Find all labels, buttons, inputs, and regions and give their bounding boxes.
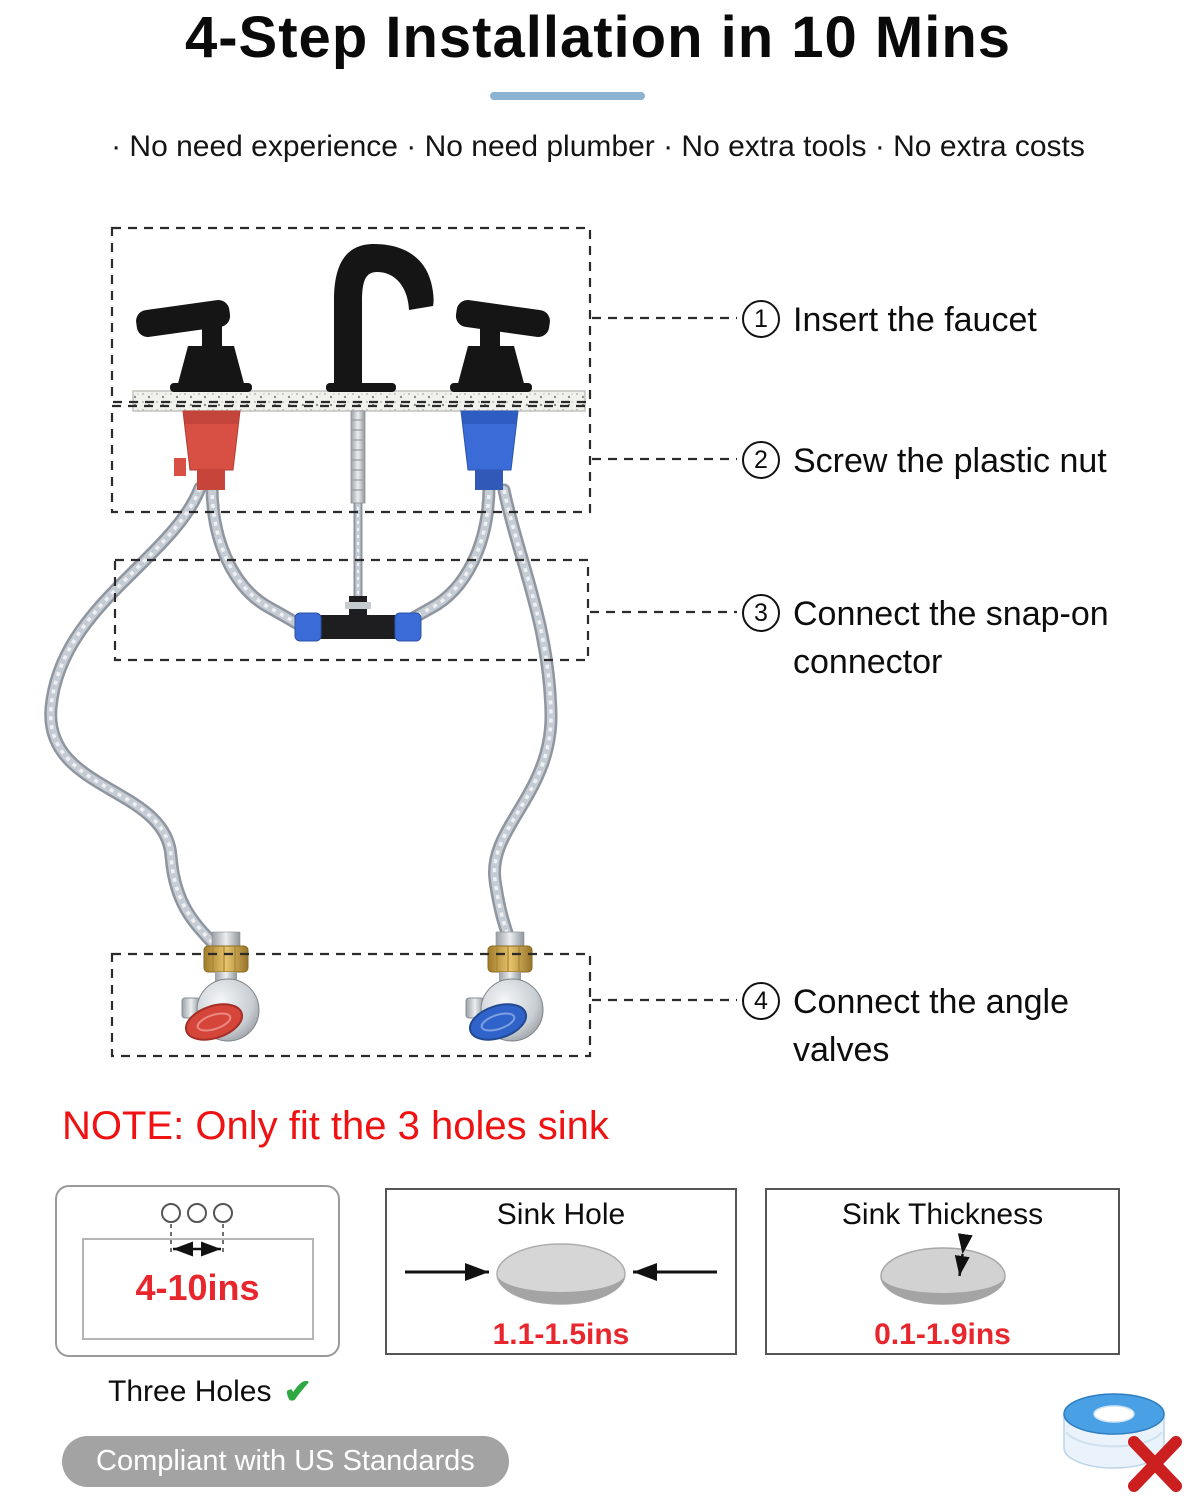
sink-thickness-drawing	[879, 1233, 1006, 1305]
callout-box-nuts	[110, 404, 592, 514]
three-hole-sink-drawing	[82, 1203, 314, 1340]
step-2-label: Screw the plastic nut	[793, 442, 1107, 480]
faucet-set	[136, 244, 550, 392]
right-handle	[450, 300, 550, 392]
callout-boxes	[110, 226, 737, 1058]
three-holes-label: Three Holes	[108, 1375, 272, 1408]
note-text: NOTE: Only fit the 3 holes sink	[62, 1104, 609, 1148]
supply-hoses	[51, 486, 551, 950]
step-4: 4 Connect the angle valves	[742, 979, 1093, 1074]
page-title: 4-Step Installation in 10 Mins	[184, 5, 1012, 70]
step-1-number: 1	[742, 300, 780, 338]
compliance-badge: Compliant with US Standards	[62, 1436, 509, 1487]
step-3-label: Connect the snap-on connector	[793, 595, 1109, 681]
title-underline	[490, 92, 645, 100]
step-1-label: Insert the faucet	[793, 301, 1037, 339]
installation-diagram	[0, 226, 737, 1058]
sink-width-dimension: 4-10ins	[135, 1267, 260, 1308]
sink-thickness-box: Sink Thickness 0.1-1.9ins	[765, 1188, 1120, 1355]
cold-angle-valve	[465, 931, 544, 1042]
no-teflon-tape-icon	[1063, 1393, 1182, 1492]
hot-plastic-nut	[174, 410, 241, 490]
three-holes-caption: Three Holes ✔	[80, 1372, 340, 1412]
sink-hole-dimension: 1.1-1.5ins	[492, 1318, 630, 1351]
step-2-number: 2	[742, 441, 780, 479]
left-handle	[136, 300, 252, 392]
callout-box-valves	[110, 952, 592, 1058]
callout-box-connector	[113, 558, 590, 662]
waterfall-spout	[334, 244, 434, 391]
sink-hole-drawing	[405, 1243, 717, 1305]
check-icon: ✔	[283, 1373, 312, 1411]
sink-thickness-dimension: 0.1-1.9ins	[874, 1318, 1011, 1351]
step-3-number: 3	[742, 594, 780, 632]
cross-icon	[1128, 1436, 1182, 1492]
step-4-number: 4	[742, 982, 780, 1020]
sink-hole-title: Sink Hole	[496, 1198, 626, 1231]
hot-angle-valve	[181, 931, 260, 1042]
compliance-badge-label: Compliant with US Standards	[96, 1445, 475, 1477]
threaded-rod	[350, 410, 366, 504]
sink-hole-box: Sink Hole 1.1-1.5ins	[385, 1188, 737, 1355]
step-2: 2 Screw the plastic nut	[742, 438, 1107, 486]
step-1: 1 Insert the faucet	[742, 297, 1037, 345]
step-3: 3 Connect the snap-on connector	[742, 591, 1123, 686]
page-subtitle: · No need experience · No need plumber ·…	[111, 130, 1085, 163]
step-4-label: Connect the angle valves	[793, 983, 1069, 1069]
sink-thickness-title: Sink Thickness	[841, 1198, 1044, 1231]
sink-spec-box: 4-10ins	[55, 1185, 340, 1357]
callout-box-faucet	[110, 226, 592, 404]
cold-plastic-nut	[460, 410, 519, 490]
t-connector	[294, 596, 422, 642]
